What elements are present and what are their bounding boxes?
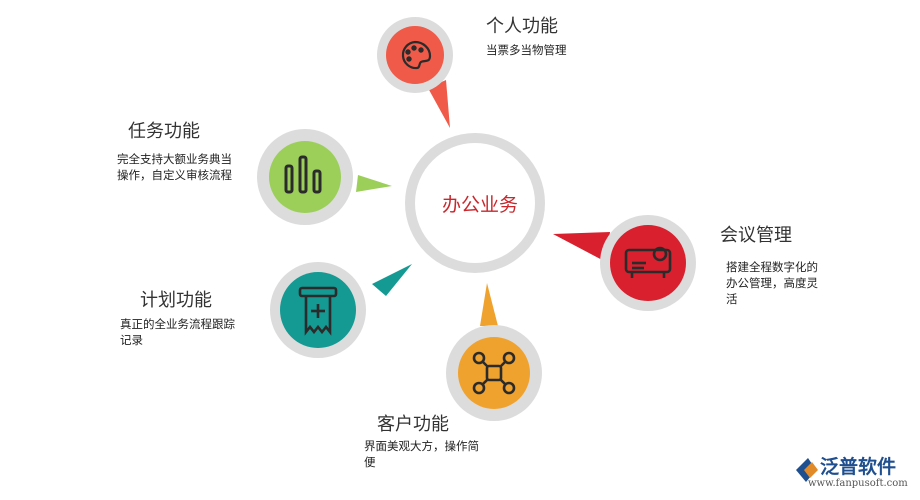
node-plan-title: 计划功能	[140, 290, 212, 311]
pointer-task	[356, 175, 392, 192]
palette-icon	[401, 40, 432, 70]
node-customer-title: 客户功能	[377, 414, 449, 435]
node-personal-desc: 当票多当物管理	[486, 43, 567, 57]
drone-icon	[472, 351, 516, 395]
node-task-desc: 完全支持大额业务典当操作，自定义审核流程	[117, 152, 232, 182]
node-task	[257, 129, 353, 225]
node-plan-desc: 真正的全业务流程跟踪记录	[120, 317, 235, 347]
node-meeting-desc: 搭建全程数字化的办公管理，高度灵活	[726, 260, 818, 306]
node-personal-title: 个人功能	[486, 16, 558, 37]
projector-icon	[624, 246, 672, 278]
brand-name: 泛普软件	[820, 456, 897, 478]
node-meeting-title: 会议管理	[720, 225, 792, 246]
pointer-personal	[428, 80, 450, 128]
node-meeting	[600, 215, 696, 311]
brand-logo: 泛普软件 www.fanpusoft.com	[790, 452, 915, 494]
receipt-icon	[298, 286, 338, 336]
fanpu-logo-icon	[796, 458, 818, 482]
bar-chart-icon	[284, 155, 322, 194]
center-hub	[415, 143, 535, 263]
node-task-title: 任务功能	[128, 121, 200, 142]
pointer-customer	[480, 283, 498, 326]
node-customer-desc: 界面美观大方，操作简便	[364, 439, 479, 469]
pointer-plan	[372, 264, 412, 296]
node-customer	[446, 325, 542, 421]
brand-url: www.fanpusoft.com	[808, 478, 908, 489]
node-personal	[377, 17, 453, 93]
pointer-meeting	[553, 232, 610, 262]
center-hub-label: 办公业务	[441, 194, 518, 216]
node-plan	[270, 262, 366, 358]
